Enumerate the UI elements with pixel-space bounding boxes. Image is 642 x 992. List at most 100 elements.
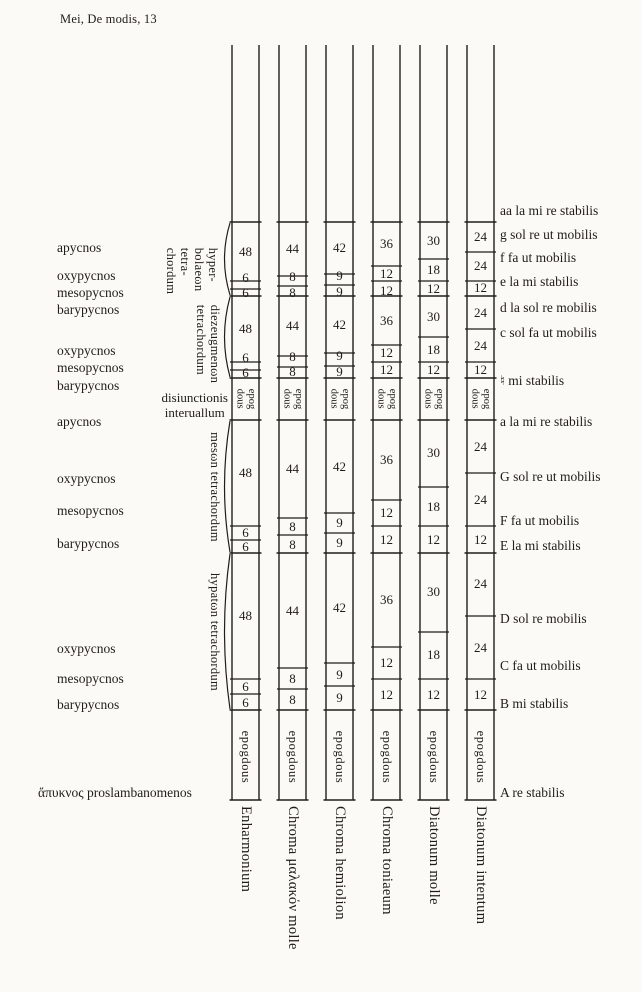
interval-number: 18 <box>427 342 440 358</box>
interval-number: 9 <box>336 515 343 531</box>
left-label-apycnos: apycnos <box>57 239 102 255</box>
note-name-label: E la mi stabilis <box>500 537 581 553</box>
interval-number: 9 <box>336 535 343 551</box>
interval-number: 24 <box>474 258 487 274</box>
interval-number: 44 <box>286 318 299 334</box>
page-header: Mei, De modis, 13 <box>60 12 157 26</box>
interval-number: 48 <box>239 608 252 624</box>
note-name-label: d la sol re mobilis <box>500 299 597 315</box>
epogdous-label: epogdous <box>380 730 395 784</box>
interval-number: 44 <box>286 603 299 619</box>
interval-number: 9 <box>336 690 343 706</box>
interval-number: 42 <box>333 459 346 475</box>
note-name-label: F fa ut mobilis <box>500 512 580 528</box>
interval-number: 9 <box>336 364 343 380</box>
interval-number: 36 <box>380 236 393 252</box>
interval-number: 42 <box>333 600 346 616</box>
interval-number: 8 <box>289 349 296 365</box>
note-name-label: G sol re ut mobilis <box>500 468 601 484</box>
interval-number: 6 <box>242 285 249 301</box>
interval-number: 12 <box>380 345 393 361</box>
epogdous-label: epogdous <box>333 730 348 784</box>
interval-number: 44 <box>286 461 299 477</box>
tetrachord-brace <box>223 553 231 710</box>
interval-number: 12 <box>380 655 393 671</box>
interval-number: 6 <box>242 539 249 555</box>
interval-number: 24 <box>474 305 487 321</box>
left-label-proslambanomenos: ἄπυκνος proslambanomenos <box>38 784 192 800</box>
epogdous-label: epogdous <box>427 730 442 784</box>
left-label-apycnos: apycnos <box>57 413 102 429</box>
interval-number: 30 <box>427 233 440 249</box>
interval-number: 48 <box>239 244 252 260</box>
left-label-mesopycnos: mesopycnos <box>57 284 124 300</box>
interval-number: 18 <box>427 647 440 663</box>
tetrachord-brace <box>223 222 231 296</box>
left-label-barypycnos: barypycnos <box>57 301 120 317</box>
interval-number: 12 <box>380 505 393 521</box>
interval-number: 6 <box>242 350 249 366</box>
interval-number: 42 <box>333 317 346 333</box>
interval-number: 9 <box>336 667 343 683</box>
interval-number: 9 <box>336 268 343 284</box>
genus-name: Chroma μαλακόν molle <box>285 806 302 950</box>
tetrachord-brace <box>223 296 231 378</box>
note-name-label: g sol re ut mobilis <box>500 226 598 242</box>
interval-number: 8 <box>289 364 296 380</box>
interval-number: 36 <box>380 592 393 608</box>
genus-name: Diatonum intentum <box>473 806 490 925</box>
left-label-mesopycnos: mesopycnos <box>57 359 124 375</box>
interval-number: 24 <box>474 439 487 455</box>
genus-name: Chroma toniaeum <box>379 806 396 915</box>
interval-number: 18 <box>427 262 440 278</box>
tetrachord-brace <box>223 420 231 553</box>
interval-number: 12 <box>427 532 440 548</box>
left-label-oxypycnos: oxypycnos <box>57 470 116 486</box>
interval-number: 12 <box>380 532 393 548</box>
interval-number: 12 <box>380 362 393 378</box>
interval-number: 24 <box>474 229 487 245</box>
interval-number: 30 <box>427 309 440 325</box>
interval-number: 6 <box>242 525 249 541</box>
left-label-barypycnos: barypycnos <box>57 696 120 712</box>
interval-number: 6 <box>242 695 249 711</box>
interval-number: 36 <box>380 313 393 329</box>
epogdous-label: epogdous <box>239 730 254 784</box>
interval-number: 44 <box>286 241 299 257</box>
interval-number: 8 <box>289 285 296 301</box>
interval-number: 12 <box>474 280 487 296</box>
left-label-oxypycnos: oxypycnos <box>57 267 116 283</box>
interval-number: 24 <box>474 338 487 354</box>
interval-number: 8 <box>289 537 296 553</box>
genus-name: Enharmonium <box>238 806 255 893</box>
interval-number: 12 <box>474 362 487 378</box>
interval-number: 8 <box>289 671 296 687</box>
interval-number: 12 <box>474 687 487 703</box>
interval-number: 12 <box>474 532 487 548</box>
left-label-mesopycnos: mesopycnos <box>57 670 124 686</box>
note-name-label: C fa ut mobilis <box>500 657 581 673</box>
epogdous-label: epogdous <box>474 730 489 784</box>
genus-name: Diatonum molle <box>426 806 443 905</box>
note-name-label: aa la mi re stabilis <box>500 202 599 218</box>
interval-number: 48 <box>239 465 252 481</box>
interval-number: 30 <box>427 445 440 461</box>
interval-number: 12 <box>427 362 440 378</box>
note-name-label: B mi stabilis <box>500 695 569 711</box>
interval-number: 12 <box>380 283 393 299</box>
note-name-label: A re stabilis <box>500 784 565 800</box>
interval-number: 6 <box>242 270 249 286</box>
interval-number: 12 <box>427 281 440 297</box>
left-label-oxypycnos: oxypycnos <box>57 640 116 656</box>
interval-number: 24 <box>474 492 487 508</box>
interval-number: 12 <box>380 266 393 282</box>
note-name-label: f fa ut mobilis <box>500 249 577 265</box>
interval-number: 36 <box>380 452 393 468</box>
